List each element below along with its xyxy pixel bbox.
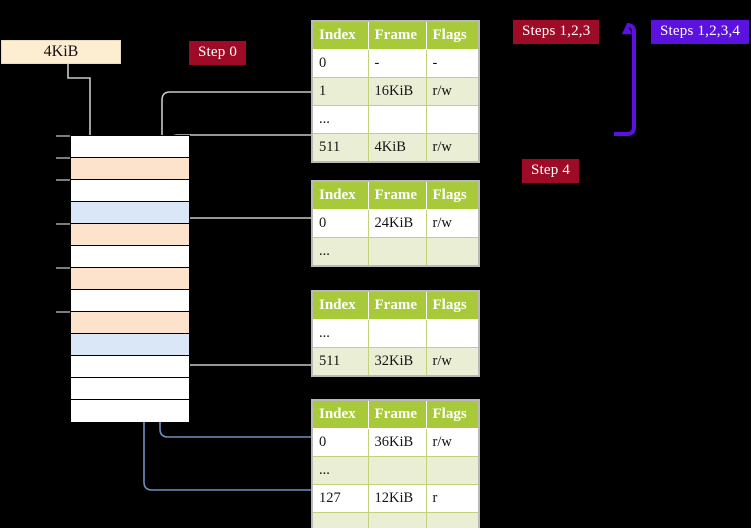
cell-frame bbox=[367, 105, 427, 134]
cell-index: ... bbox=[311, 105, 369, 134]
column-header-index: Index bbox=[311, 20, 369, 50]
step-0-badge: Step 0 bbox=[189, 41, 247, 65]
memory-row-tick bbox=[56, 135, 70, 137]
connector-t2-511-to-frame bbox=[171, 306, 311, 366]
column-header-frame: Frame bbox=[367, 399, 427, 429]
connector-4kib-to-frame bbox=[59, 52, 97, 152]
steps-1234-badge: Steps 1,2,3,4 bbox=[651, 20, 750, 44]
memory-frame-row bbox=[71, 312, 189, 334]
cell-frame bbox=[367, 456, 427, 485]
column-header-frame: Frame bbox=[367, 20, 427, 50]
cell-frame bbox=[367, 237, 427, 267]
cell-frame: 16KiB bbox=[367, 77, 427, 106]
memory-frame-row bbox=[71, 378, 189, 400]
cell-index: ... bbox=[311, 456, 369, 485]
cell-flags: - bbox=[425, 49, 480, 78]
memory-frame-row bbox=[71, 246, 189, 268]
cell-index: 511 bbox=[311, 133, 369, 163]
table-row: ... bbox=[311, 456, 480, 485]
cell-flags: r/w bbox=[425, 209, 480, 238]
memory-row-tick bbox=[56, 179, 70, 181]
cell-index: 0 bbox=[311, 428, 369, 457]
table-row: ... bbox=[311, 237, 480, 267]
table-row: ... bbox=[311, 512, 480, 528]
cell-frame bbox=[367, 512, 427, 528]
cell-flags: r/w bbox=[425, 428, 480, 457]
cell-index: ... bbox=[311, 237, 369, 267]
memory-frame-row bbox=[71, 400, 189, 422]
memory-frame-row bbox=[71, 290, 189, 312]
column-header-flags: Flags bbox=[425, 290, 480, 320]
steps-123-badge: Steps 1,2,3 bbox=[513, 20, 600, 44]
step-4-badge: Step 4 bbox=[522, 159, 580, 183]
cell-flags bbox=[425, 456, 480, 485]
column-header-flags: Flags bbox=[425, 399, 480, 429]
cell-frame: 12KiB bbox=[367, 484, 427, 513]
memory-frame-row bbox=[71, 158, 189, 180]
column-header-index: Index bbox=[311, 180, 369, 210]
cell-index: ... bbox=[311, 512, 369, 528]
cell-flags: r bbox=[425, 484, 480, 513]
cell-frame bbox=[367, 319, 427, 348]
cell-index: ... bbox=[311, 319, 369, 348]
memory-frame-row bbox=[71, 202, 189, 224]
cell-flags bbox=[425, 512, 480, 528]
cell-frame: 4KiB bbox=[367, 133, 427, 163]
cell-frame: 24KiB bbox=[367, 209, 427, 238]
connector-t1-0-to-frame bbox=[177, 217, 311, 262]
cell-flags: r/w bbox=[425, 133, 480, 163]
memory-frame-row bbox=[71, 334, 189, 356]
memory-frame-row bbox=[71, 136, 189, 158]
cell-frame: 32KiB bbox=[367, 347, 427, 377]
column-header-frame: Frame bbox=[367, 290, 427, 320]
physical-memory-column bbox=[70, 135, 190, 422]
cell-flags bbox=[425, 105, 480, 134]
column-header-index: Index bbox=[311, 399, 369, 429]
memory-frame-row bbox=[71, 356, 189, 378]
cell-flags bbox=[425, 319, 480, 348]
memory-frame-row bbox=[71, 180, 189, 202]
memory-row-tick bbox=[56, 267, 70, 269]
cell-frame: 36KiB bbox=[367, 428, 427, 457]
cell-index: 0 bbox=[311, 209, 369, 238]
cell-index: 127 bbox=[311, 484, 369, 513]
memory-size-label: 4KiB bbox=[1, 40, 121, 64]
memory-row-tick bbox=[56, 311, 70, 313]
column-header-index: Index bbox=[311, 290, 369, 320]
column-header-flags: Flags bbox=[425, 180, 480, 210]
cell-index: 1 bbox=[311, 77, 369, 106]
cell-frame: - bbox=[367, 49, 427, 78]
cell-flags bbox=[425, 237, 480, 267]
cell-flags: r/w bbox=[425, 347, 480, 377]
memory-frame-row bbox=[71, 268, 189, 290]
cell-flags: r/w bbox=[425, 77, 480, 106]
connector-t0-511-to-frame bbox=[169, 134, 311, 152]
cell-index: 0 bbox=[311, 49, 369, 78]
column-header-frame: Frame bbox=[367, 180, 427, 210]
memory-row-tick bbox=[56, 223, 70, 225]
memory-frame-row bbox=[71, 224, 189, 246]
column-header-flags: Flags bbox=[425, 20, 480, 50]
cell-index: 511 bbox=[311, 347, 369, 377]
steps-loop-arrow bbox=[614, 23, 636, 136]
memory-row-tick bbox=[56, 157, 70, 159]
table-row: ... bbox=[311, 319, 480, 348]
table-row: 0-- bbox=[311, 49, 480, 78]
table-row: ... bbox=[311, 105, 480, 134]
